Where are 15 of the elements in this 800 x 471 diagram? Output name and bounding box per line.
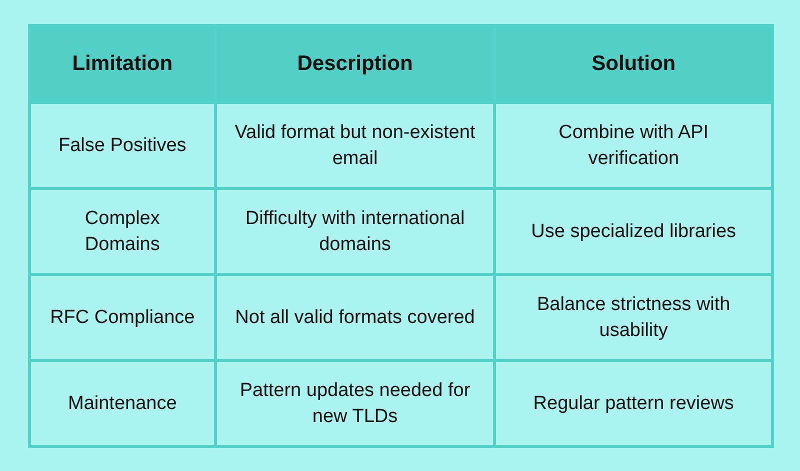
table-cell: Valid format but non-existent email (215, 102, 495, 188)
column-header: Description (215, 26, 495, 102)
table-cell: Use specialized libraries (494, 188, 772, 274)
column-header: Solution (494, 26, 772, 102)
table-cell: Regular pattern reviews (494, 360, 772, 446)
table-cell: Combine with API verification (494, 102, 772, 188)
table-cell: Maintenance (30, 360, 216, 446)
table-cell: Not all valid formats covered (215, 274, 495, 360)
table-cell: RFC Compliance (30, 274, 216, 360)
table-cell: False Positives (30, 102, 216, 188)
table-cell: Difficulty with international domains (215, 188, 495, 274)
table-cell: Complex Domains (30, 188, 216, 274)
column-header: Limitation (30, 26, 216, 102)
table-cell: Pattern updates needed for new TLDs (215, 360, 495, 446)
table-cell: Balance strictness with usability (494, 274, 772, 360)
